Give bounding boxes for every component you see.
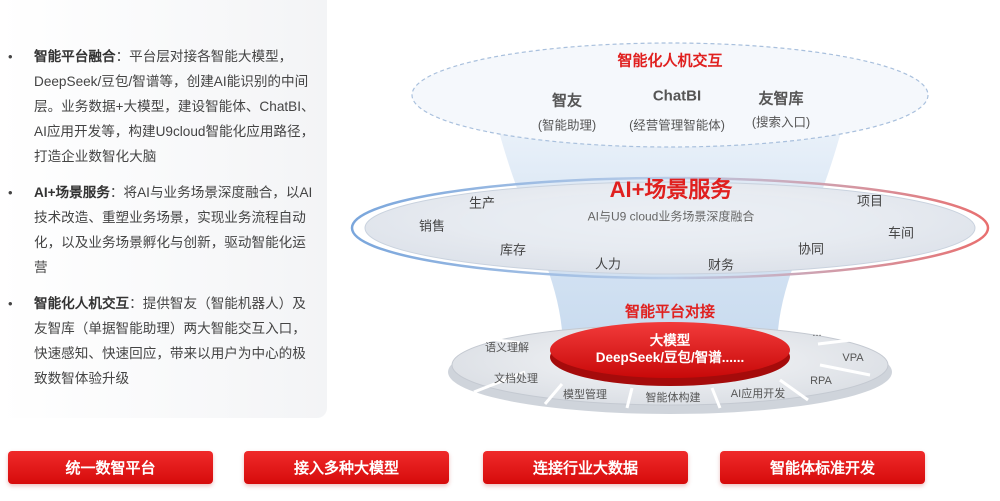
middle-layer-title: AI+场景服务	[609, 177, 733, 202]
bullet-list: • 智能平台融合：平台层对接各智能大模型，DeepSeek/豆包/智谱等，创建A…	[8, 44, 318, 402]
segment-label: RPA	[810, 375, 832, 387]
bullet-marker: •	[8, 49, 13, 64]
bullet-item-platform: • 智能平台融合：平台层对接各智能大模型，DeepSeek/豆包/智谱等，创建A…	[8, 44, 318, 169]
bullet-marker: •	[8, 185, 13, 200]
industry-data-button[interactable]: 连接行业大数据	[483, 451, 688, 484]
scene-label: 销售	[418, 218, 446, 234]
top-item-sub: (经营管理智能体)	[629, 118, 725, 133]
top-item-sub: (搜索入口)	[751, 115, 811, 130]
middle-layer-inner	[460, 192, 880, 252]
bullet-text: 将AI与业务场景深度融合，以AI技术改造、重塑业务场景，实现业务流程自动化，以及…	[34, 185, 313, 275]
core-line-1: 大模型	[649, 333, 691, 348]
segment-label: VPA	[842, 352, 864, 364]
top-layer-title: 智能化人机交互	[617, 52, 723, 70]
bullet-separator: ：	[129, 296, 143, 311]
top-item-name: 智友	[551, 92, 583, 110]
segment-label: 智能体构建	[645, 392, 701, 404]
segment-label: 模型管理	[563, 389, 607, 401]
bullet-separator: ：	[109, 185, 124, 200]
top-item-name: 友智库	[758, 90, 804, 108]
agent-standard-button[interactable]: 智能体标准开发	[720, 451, 925, 484]
segment-label: 文档处理	[494, 373, 538, 385]
core-ellipse	[550, 322, 790, 378]
segment-label: 语义理解	[485, 342, 529, 354]
bullet-text: 提供智友（智能机器人）及友智库（单据智能助理）两大智能交互入口， 快速感知、快速…	[34, 296, 306, 386]
core-line-2: DeepSeek/豆包/智谱......	[595, 350, 745, 365]
bullet-text: 平台层对接各智能大模型，DeepSeek/豆包/智谱等，创建AI能识别的中间层。…	[34, 49, 315, 164]
bullet-marker: •	[8, 296, 13, 311]
segment-label: AI应用开发	[730, 388, 786, 400]
bullet-title: AI+场景服务	[34, 185, 110, 200]
scene-label: 生产	[468, 195, 496, 211]
multi-model-button[interactable]: 接入多种大模型	[244, 451, 449, 484]
top-item-name: ChatBI	[652, 87, 702, 105]
scene-label: 财务	[707, 257, 735, 273]
middle-layer-outer-ring	[350, 176, 990, 280]
bullet-title: 智能平台融合	[34, 49, 116, 64]
top-item-sub: (智能助理)	[537, 118, 597, 133]
bullet-item-scene: • AI+场景服务：将AI与业务场景深度融合，以AI技术改造、重塑业务场景，实现…	[8, 180, 318, 280]
bullet-item-interaction: • 智能化人机交互：提供智友（智能机器人）及友智库（单据智能助理）两大智能交互入…	[8, 291, 318, 391]
bottom-layer-title: 智能平台对接	[624, 303, 716, 321]
bottom-segment-dividers	[467, 334, 871, 409]
scene-label: 人力	[594, 256, 622, 272]
scene-label: 车间	[887, 225, 915, 241]
description-panel: • 智能平台融合：平台层对接各智能大模型，DeepSeek/豆包/智谱等，创建A…	[0, 0, 327, 418]
segment-label: ...	[812, 327, 822, 339]
unified-platform-button[interactable]: 统一数智平台	[8, 451, 213, 484]
architecture-diagram: 智能化人机交互 智友 (智能助理) ChatBI (经营管理智能体) 友智库 (…	[340, 0, 1000, 445]
diagram-graphics	[350, 42, 990, 414]
scene-label: 库存	[499, 242, 527, 258]
scene-label: 协同	[797, 241, 825, 257]
top-layer-ellipse	[411, 42, 929, 148]
bullet-separator: ：	[115, 49, 130, 64]
middle-layer-subtitle: AI与U9 cloud业务场景深度融合	[587, 209, 755, 224]
scene-label: 项目	[856, 193, 884, 209]
bullet-title: 智能化人机交互	[34, 296, 130, 311]
